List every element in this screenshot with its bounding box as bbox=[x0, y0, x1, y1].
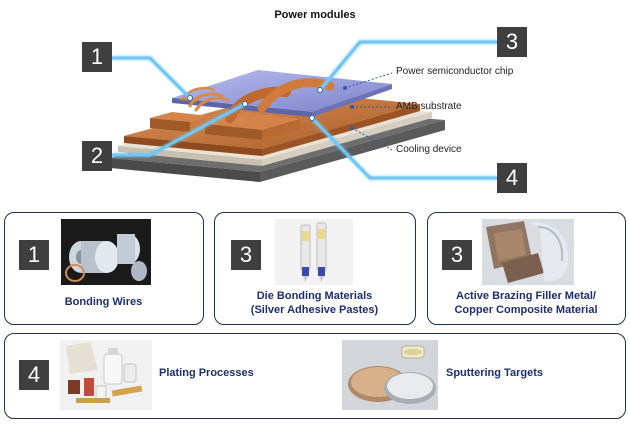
diagram-marker-4: 4 bbox=[497, 163, 527, 193]
page-title: Power modules bbox=[274, 9, 356, 21]
plating-processes-label: Plating Processes bbox=[159, 367, 254, 379]
card-number: 4 bbox=[19, 360, 49, 390]
diagram-marker-1: 1 bbox=[82, 42, 112, 72]
copper-pads bbox=[150, 112, 300, 140]
sputtering-targets-label: Sputtering Targets bbox=[446, 367, 543, 379]
card-label-line: Copper Composite Material bbox=[454, 304, 598, 316]
plating-bottles-photo bbox=[60, 340, 152, 410]
callout-cooling-device: Cooling device bbox=[396, 144, 462, 155]
power-module-diagram bbox=[110, 40, 497, 182]
silver-paste-syringes-photo bbox=[275, 219, 353, 285]
card-bonding-wires: 1 Bonding Wires bbox=[4, 212, 204, 325]
callout-dots bbox=[343, 86, 354, 130]
card-label-line: Die Bonding Materials bbox=[256, 290, 373, 302]
callout-chip: Power semiconductor chip bbox=[396, 66, 514, 77]
card-label-line: Active Brazing Filler Metal/ bbox=[456, 290, 596, 302]
bonding-wire-spools-photo bbox=[61, 219, 151, 285]
callout-amb-substrate: AMB substrate bbox=[396, 101, 462, 112]
diagram-marker-2: 2 bbox=[82, 141, 112, 171]
card-number: 3 bbox=[231, 240, 261, 270]
card-label-line: Bonding Wires bbox=[64, 296, 143, 308]
leader-line-dots bbox=[187, 87, 323, 121]
callout-lines bbox=[344, 72, 393, 151]
diagram-marker-3: 3 bbox=[497, 27, 527, 57]
leader-lines bbox=[112, 40, 497, 180]
card-die-bonding-materials: 3 Die Bonding Materials (Silver Adhesive… bbox=[214, 212, 416, 325]
card-plating-and-sputtering: 4 Plating Processes Sputtering Targets bbox=[4, 333, 626, 419]
card-label-line: (Silver Adhesive Pastes) bbox=[250, 304, 379, 316]
card-label: Bonding Wires bbox=[5, 295, 202, 309]
sputtering-discs-photo bbox=[342, 340, 438, 410]
card-label: Die Bonding Materials (Silver Adhesive P… bbox=[215, 289, 414, 317]
card-label: Active Brazing Filler Metal/ Copper Comp… bbox=[428, 289, 624, 317]
card-number: 1 bbox=[19, 240, 49, 270]
metal-foil-sheets-photo bbox=[482, 219, 574, 285]
card-active-brazing-filler-metal: 3 Active Brazing Filler Metal/ Copper Co… bbox=[427, 212, 626, 325]
card-number: 3 bbox=[442, 240, 472, 270]
